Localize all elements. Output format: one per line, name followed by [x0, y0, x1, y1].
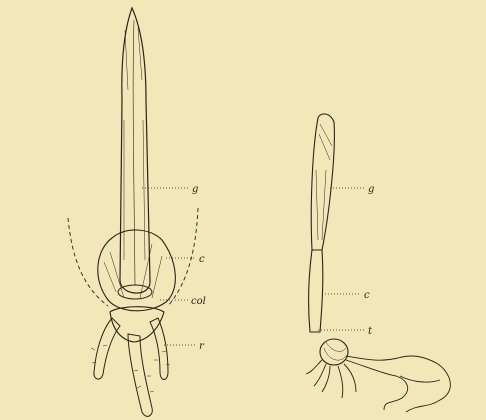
right-specimen: g c t: [306, 114, 450, 412]
right-label-t: t: [368, 326, 373, 337]
right-roots: [306, 356, 450, 412]
left-root-1: [94, 318, 120, 379]
left-label-r: r: [199, 341, 205, 352]
left-shoot-midline: [133, 20, 135, 285]
left-scutellum-hatching: [104, 244, 162, 298]
left-label-c: c: [199, 254, 205, 265]
left-seed-outline: [68, 208, 198, 306]
left-shoot-base: [118, 285, 152, 299]
right-label-c: c: [364, 290, 370, 301]
right-stem: [309, 250, 323, 332]
right-label-g: g: [368, 184, 374, 195]
left-specimen: g c col r: [68, 8, 206, 416]
left-root-hairs: [91, 345, 170, 392]
left-root-3: [150, 318, 168, 380]
right-seed: [320, 339, 348, 365]
left-label-col: col: [191, 296, 206, 307]
left-root-2: [128, 334, 152, 416]
right-seed-shading: [324, 342, 346, 360]
left-shoot: [120, 8, 150, 293]
left-label-g: g: [192, 184, 198, 195]
right-leaf-hatching: [316, 124, 332, 240]
